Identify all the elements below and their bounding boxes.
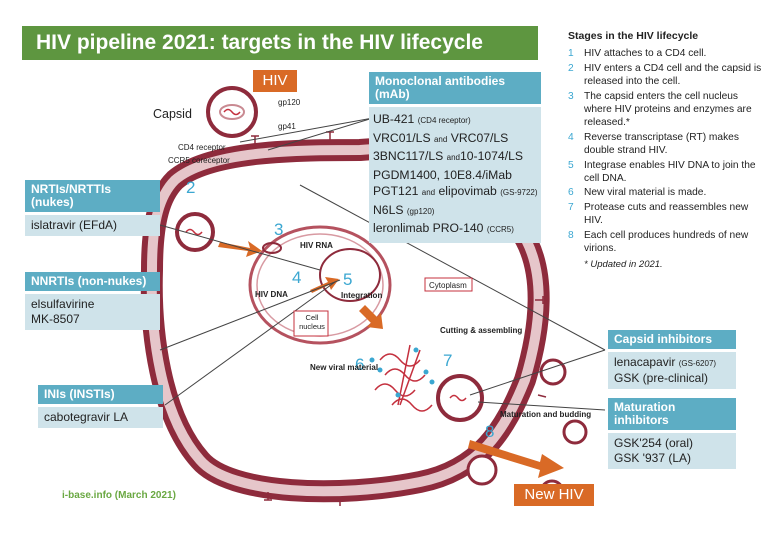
maturation-item: GSK '937 (LA) — [614, 451, 691, 465]
hiv-virion-entering — [175, 212, 215, 252]
mab-item: UB-421 (CD4 receptor) — [373, 112, 471, 126]
nnrti-item: MK-8507 — [31, 312, 80, 326]
cytoplasm-box — [424, 277, 473, 292]
mab-item: PGDM1400, 10E8.4/iMab — [373, 167, 512, 182]
step-5: 5 — [343, 270, 352, 289]
flow-arrows — [218, 241, 564, 478]
maturation-item: GSK'254 (oral) — [614, 436, 693, 450]
capsid-inhibitors-list: lenacapavir (GS-6207) GSK (pre-clinical) — [608, 352, 736, 389]
step-7: 7 — [443, 351, 452, 370]
step-8: 8 — [485, 422, 494, 441]
ini-item: cabotegravir LA — [38, 407, 163, 428]
maturation-label: Maturation and budding — [500, 410, 591, 419]
mab-list: UB-421 (CD4 receptor) VRC01/LS and VRC07… — [369, 107, 541, 243]
integration-label: Integration — [341, 291, 382, 300]
mab-item: VRC01/LS and VRC07/LS — [373, 130, 509, 145]
nucleus-label: Cell nucleus — [299, 313, 325, 331]
hiv-virion-attaching — [206, 86, 258, 138]
cytoplasm-label: Cytoplasm — [429, 281, 467, 290]
mab-item: leronlimab PRO-140 (CCR5) — [373, 221, 514, 235]
ini-header: INIs (INSTIs) — [38, 385, 163, 404]
page-title: HIV pipeline 2021: targets in the HIV li… — [22, 26, 538, 60]
stages-title: Stages in the HIV lifecycle — [568, 30, 699, 42]
capsid-inhibitors-header: Capsid inhibitors — [608, 330, 736, 349]
nucleus-box — [293, 310, 329, 337]
new-material-label: New viral material — [310, 363, 378, 372]
protein-dots — [369, 347, 435, 398]
step-4: 4 — [292, 268, 301, 287]
new-viral-material — [374, 344, 433, 412]
ccr5-label: CCR5 coreceptor — [168, 156, 230, 165]
maturation-inhibitors-header: Maturation inhibitors — [608, 398, 736, 430]
capsid-item: lenacapavir (GS-6207) — [614, 355, 717, 369]
new-hiv-tag: New HIV — [514, 484, 594, 506]
nnrti-list: elsulfavirine MK-8507 — [25, 294, 160, 330]
nnrti-item: elsulfavirine — [31, 297, 95, 311]
nrti-panel: NRTIs/NRTTIs (nukes) islatravir (EFdA) — [25, 180, 160, 236]
capsid-label: Capsid — [153, 107, 192, 121]
hiv-tag: HIV — [253, 70, 297, 92]
step-6: 6 — [355, 355, 364, 374]
step-2: 2 — [186, 178, 195, 197]
maturation-inhibitors-panel: Maturation inhibitors GSK'254 (oral) GSK… — [608, 398, 736, 469]
capsid-inhibitors-panel: Capsid inhibitors lenacapavir (GS-6207) … — [608, 330, 736, 389]
mab-item: PGT121 and elipovimab (GS-9722) — [373, 184, 538, 198]
capsid-item: GSK (pre-clinical) — [614, 371, 709, 385]
mab-item: 3BNC117/LS and10-1074/LS — [373, 149, 524, 163]
integration-ring — [319, 248, 381, 302]
step-3: 3 — [274, 220, 283, 239]
gp41-label: gp41 — [278, 122, 296, 131]
hiv-virion-budding — [436, 374, 484, 422]
mab-item: N6LS (gp120) — [373, 202, 435, 217]
nrti-header: NRTIs/NRTTIs (nukes) — [25, 180, 160, 212]
stages-note: * Updated in 2021. — [584, 258, 663, 270]
step-numbers: 2 3 4 5 6 7 8 — [186, 178, 494, 441]
mab-panel: Monoclonal antibodies (mAb) UB-421 (CD4 … — [369, 72, 541, 243]
cd4-label: CD4 receptor — [178, 143, 226, 152]
gp120-label: gp120 — [278, 98, 301, 107]
hiv-dna-label: HIV DNA — [255, 290, 288, 299]
mab-header: Monoclonal antibodies (mAb) — [369, 72, 541, 104]
nnrti-panel: NNRTIs (non-nukes) elsulfavirine MK-8507 — [25, 272, 160, 330]
source-credit: i-base.info (March 2021) — [62, 490, 176, 501]
cutting-label: Cutting & assembling — [440, 326, 522, 335]
maturation-inhibitors-list: GSK'254 (oral) GSK '937 (LA) — [608, 433, 736, 469]
hiv-rna-label: HIV RNA — [300, 241, 333, 250]
nucleus-outer — [248, 225, 392, 345]
capsid-in-cell — [262, 242, 282, 254]
ini-panel: INIs (INSTIs) cabotegravir LA — [38, 385, 163, 428]
cell-membrane-inner — [146, 144, 544, 497]
nrti-item: islatravir (EFdA) — [25, 215, 160, 236]
leader-lines — [159, 117, 606, 411]
nnrti-header: NNRTIs (non-nukes) — [25, 272, 160, 291]
